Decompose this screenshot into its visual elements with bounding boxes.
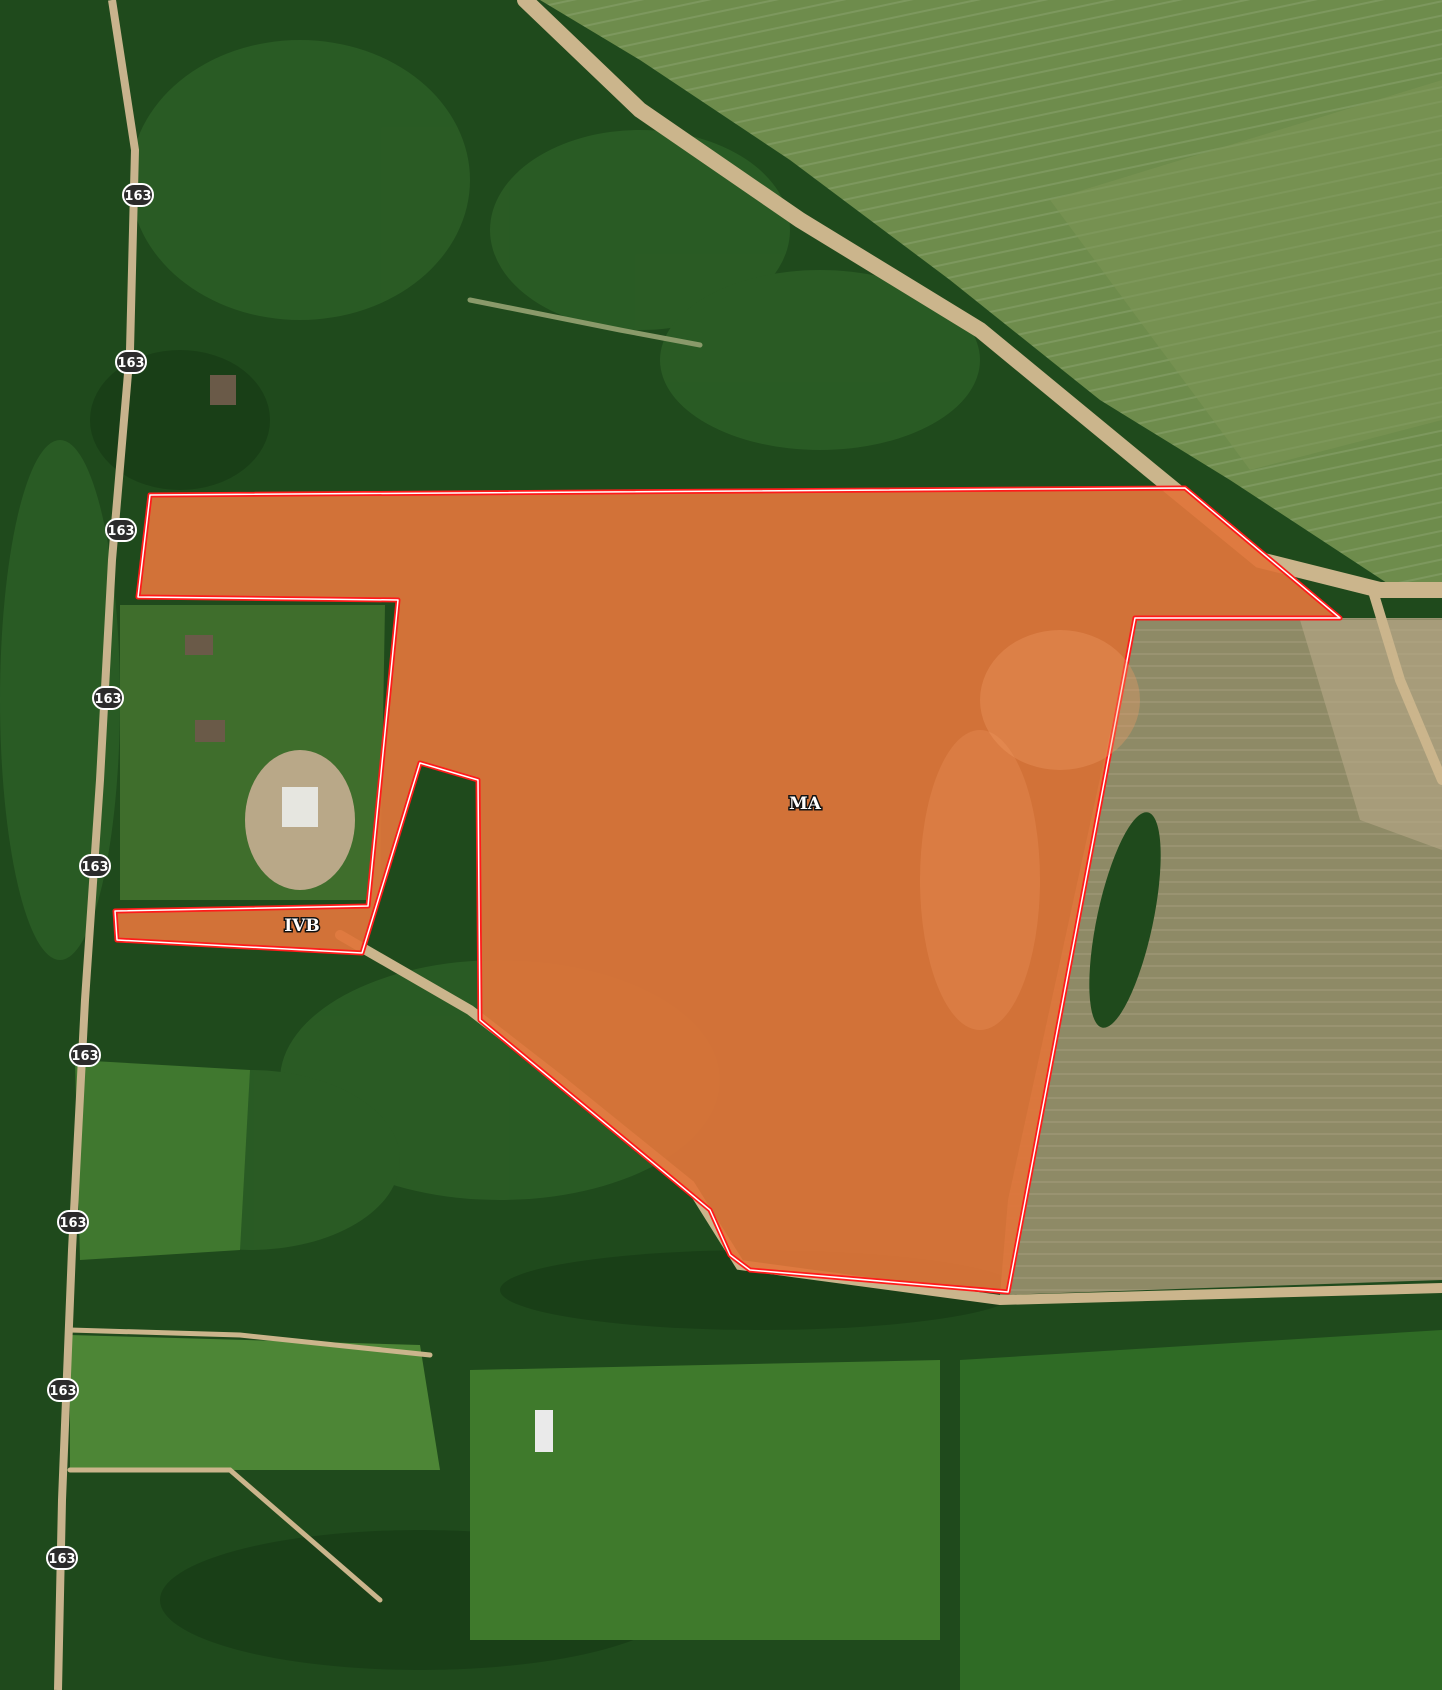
highway-163-shield: 163 bbox=[122, 183, 154, 207]
highway-163-shield-label: 163 bbox=[49, 1384, 76, 1399]
building bbox=[535, 1410, 553, 1452]
highway-163-shield: 163 bbox=[47, 1378, 79, 1402]
highway-163-shield: 163 bbox=[115, 350, 147, 374]
pasture-south-middle bbox=[470, 1360, 940, 1640]
highway-163-shield: 163 bbox=[92, 686, 124, 710]
building bbox=[185, 635, 213, 655]
highway-163-shield: 163 bbox=[79, 854, 111, 878]
highway-163-shield-label: 163 bbox=[59, 1216, 86, 1231]
highway-163-shield: 163 bbox=[105, 518, 137, 542]
highway-163-shield-label: 163 bbox=[94, 692, 121, 707]
highway-163-shield: 163 bbox=[46, 1546, 78, 1570]
parcel-label-ivb: IVB bbox=[284, 916, 320, 936]
highway-163-shield-label: 163 bbox=[117, 356, 144, 371]
highway-163-shield-label: 163 bbox=[71, 1049, 98, 1064]
building bbox=[282, 787, 318, 827]
building bbox=[195, 720, 225, 742]
tree-strip bbox=[1089, 812, 1161, 1028]
highway-shields: 163 163 163 163 163 163 163 163 163 bbox=[46, 183, 154, 1570]
highway-163-shield: 163 bbox=[57, 1210, 89, 1234]
highway-163 bbox=[54, 0, 140, 1690]
highway-163-shield-label: 163 bbox=[48, 1552, 75, 1567]
pasture-south-east bbox=[960, 1330, 1442, 1690]
pasture-south-west bbox=[70, 1335, 440, 1470]
highway-163-shield-label: 163 bbox=[107, 524, 134, 539]
highway-163-shield-label: 163 bbox=[81, 860, 108, 875]
parcel-label-ma: MA bbox=[789, 794, 822, 814]
pasture-west bbox=[75, 1060, 250, 1260]
highway-163-shield: 163 bbox=[69, 1043, 101, 1067]
highway-163-shield-label: 163 bbox=[124, 189, 151, 204]
building bbox=[210, 375, 236, 405]
